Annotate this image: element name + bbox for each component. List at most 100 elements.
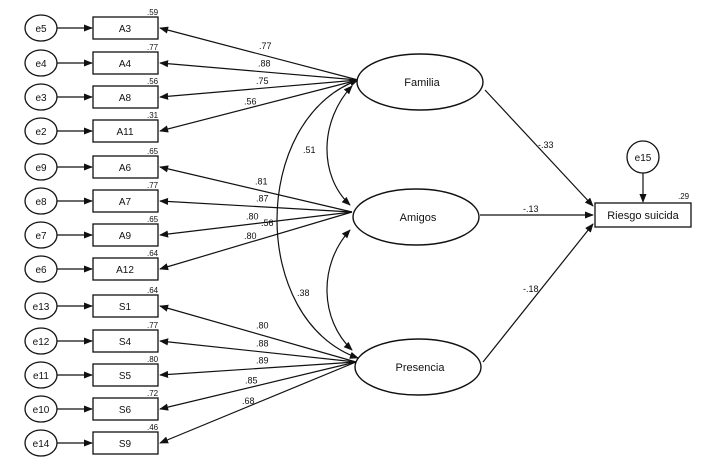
indicator-box	[92, 329, 159, 353]
loading-label: .68	[242, 396, 255, 406]
latent-familia-label: Familia	[404, 77, 440, 89]
loading-paths: .77.88.75.56.81.87.80.80.80.88.89.85.68	[159, 26, 359, 444]
loading-label: .81	[255, 176, 268, 186]
path-amigos-riesgo-label: -.13	[523, 204, 539, 214]
outcome-r2: .29	[678, 192, 690, 201]
indicator-box	[92, 85, 159, 109]
error-term-label: e7	[35, 231, 47, 242]
latent-familia-ellipse	[356, 53, 484, 111]
indicator-box	[92, 363, 159, 387]
loading-path	[159, 361, 357, 444]
error-term-label: e2	[35, 127, 47, 138]
loading-path	[159, 211, 353, 271]
loading-path	[159, 197, 353, 213]
indicator-label: A12	[116, 265, 134, 276]
loading-path	[159, 60, 359, 81]
indicator-r2: .46	[147, 423, 159, 432]
latent-correlations: .51 .56 .38	[261, 79, 359, 359]
indicator-label: S5	[119, 371, 132, 382]
indicator-label: S1	[119, 302, 132, 313]
corr-amigos-presencia-label: .56	[261, 218, 274, 228]
indicator-r2: .65	[147, 215, 159, 224]
latent-amigos-ellipse	[352, 188, 480, 246]
latent-presencia-label: Presencia	[396, 362, 446, 374]
indicator-box	[92, 257, 159, 281]
path-presencia-riesgo	[482, 223, 594, 363]
indicator-box	[92, 294, 159, 318]
path-familia-riesgo-label: -.33	[538, 140, 554, 150]
loading-label: .89	[256, 356, 269, 366]
indicator-r2: .56	[147, 77, 159, 86]
loading-label: .77	[259, 41, 272, 51]
corr-amigos-presencia	[326, 229, 353, 351]
loading-path	[159, 79, 359, 133]
corr-familia-presencia	[276, 79, 359, 359]
indicator-r2: .77	[147, 181, 159, 190]
error-term-label: e13	[33, 302, 50, 313]
corr-familia-amigos-label: .51	[303, 145, 316, 155]
indicator-label: S6	[119, 405, 132, 416]
indicator-box	[92, 431, 159, 455]
loading-label: .87	[256, 194, 269, 204]
indicator-r2: .65	[147, 147, 159, 156]
loading-path	[159, 211, 353, 238]
loading-label: .80	[244, 231, 257, 241]
corr-familia-presencia-label: .38	[297, 288, 310, 298]
latent-familia: Familia	[356, 53, 484, 111]
latent-presencia-ellipse	[354, 338, 482, 396]
corr-familia-amigos	[326, 85, 353, 206]
path-presencia-riesgo-label: -.18	[523, 284, 539, 294]
indicator-label: A4	[119, 59, 132, 70]
error-term-label: e12	[33, 337, 50, 348]
error-term-label: e5	[35, 24, 47, 35]
indicator-r2: .72	[147, 389, 159, 398]
indicator-box	[92, 51, 159, 75]
structural-paths: -.33 -.13 -.18	[480, 89, 594, 363]
indicator-r2: .64	[147, 286, 159, 295]
indicator-row: e13 S1 .64	[24, 286, 159, 320]
indicator-r2: .77	[147, 321, 159, 330]
loading-label: .80	[256, 320, 269, 330]
loading-label: .88	[256, 338, 269, 348]
outcome-box	[594, 202, 692, 228]
indicator-label: A6	[119, 163, 132, 174]
loading-path	[159, 26, 359, 81]
indicator-label: A9	[119, 231, 132, 242]
error-term-label: e11	[33, 371, 49, 382]
indicator-r2: .80	[147, 355, 159, 364]
error-term-label: e3	[35, 93, 47, 104]
loading-path	[159, 79, 359, 100]
outcome-riesgo-suicida: e15 Riesgo suicida .29	[594, 140, 692, 228]
indicator-r2: .59	[147, 8, 159, 17]
latent-amigos: Amigos	[352, 188, 480, 246]
indicator-box	[92, 16, 159, 40]
indicator-box	[92, 397, 159, 421]
indicator-box	[92, 189, 159, 213]
loading-path	[159, 165, 353, 213]
loading-path	[159, 361, 357, 411]
loading-path	[159, 338, 357, 363]
loading-label: .75	[256, 76, 269, 86]
loading-path	[159, 361, 357, 379]
indicator-row: e14 S9 .46	[24, 423, 159, 457]
outcome-error-label: e15	[635, 153, 652, 164]
loading-path	[159, 304, 357, 363]
error-term-label: e14	[33, 439, 50, 450]
indicator-label: S9	[119, 439, 132, 450]
indicator-row: e7 A9 .65	[24, 215, 159, 249]
loading-label: .80	[246, 212, 259, 222]
loading-label: .85	[245, 376, 258, 386]
latent-presencia: Presencia	[354, 338, 482, 396]
indicator-box	[92, 155, 159, 179]
error-term-label: e6	[35, 265, 47, 276]
latent-amigos-label: Amigos	[400, 212, 437, 224]
